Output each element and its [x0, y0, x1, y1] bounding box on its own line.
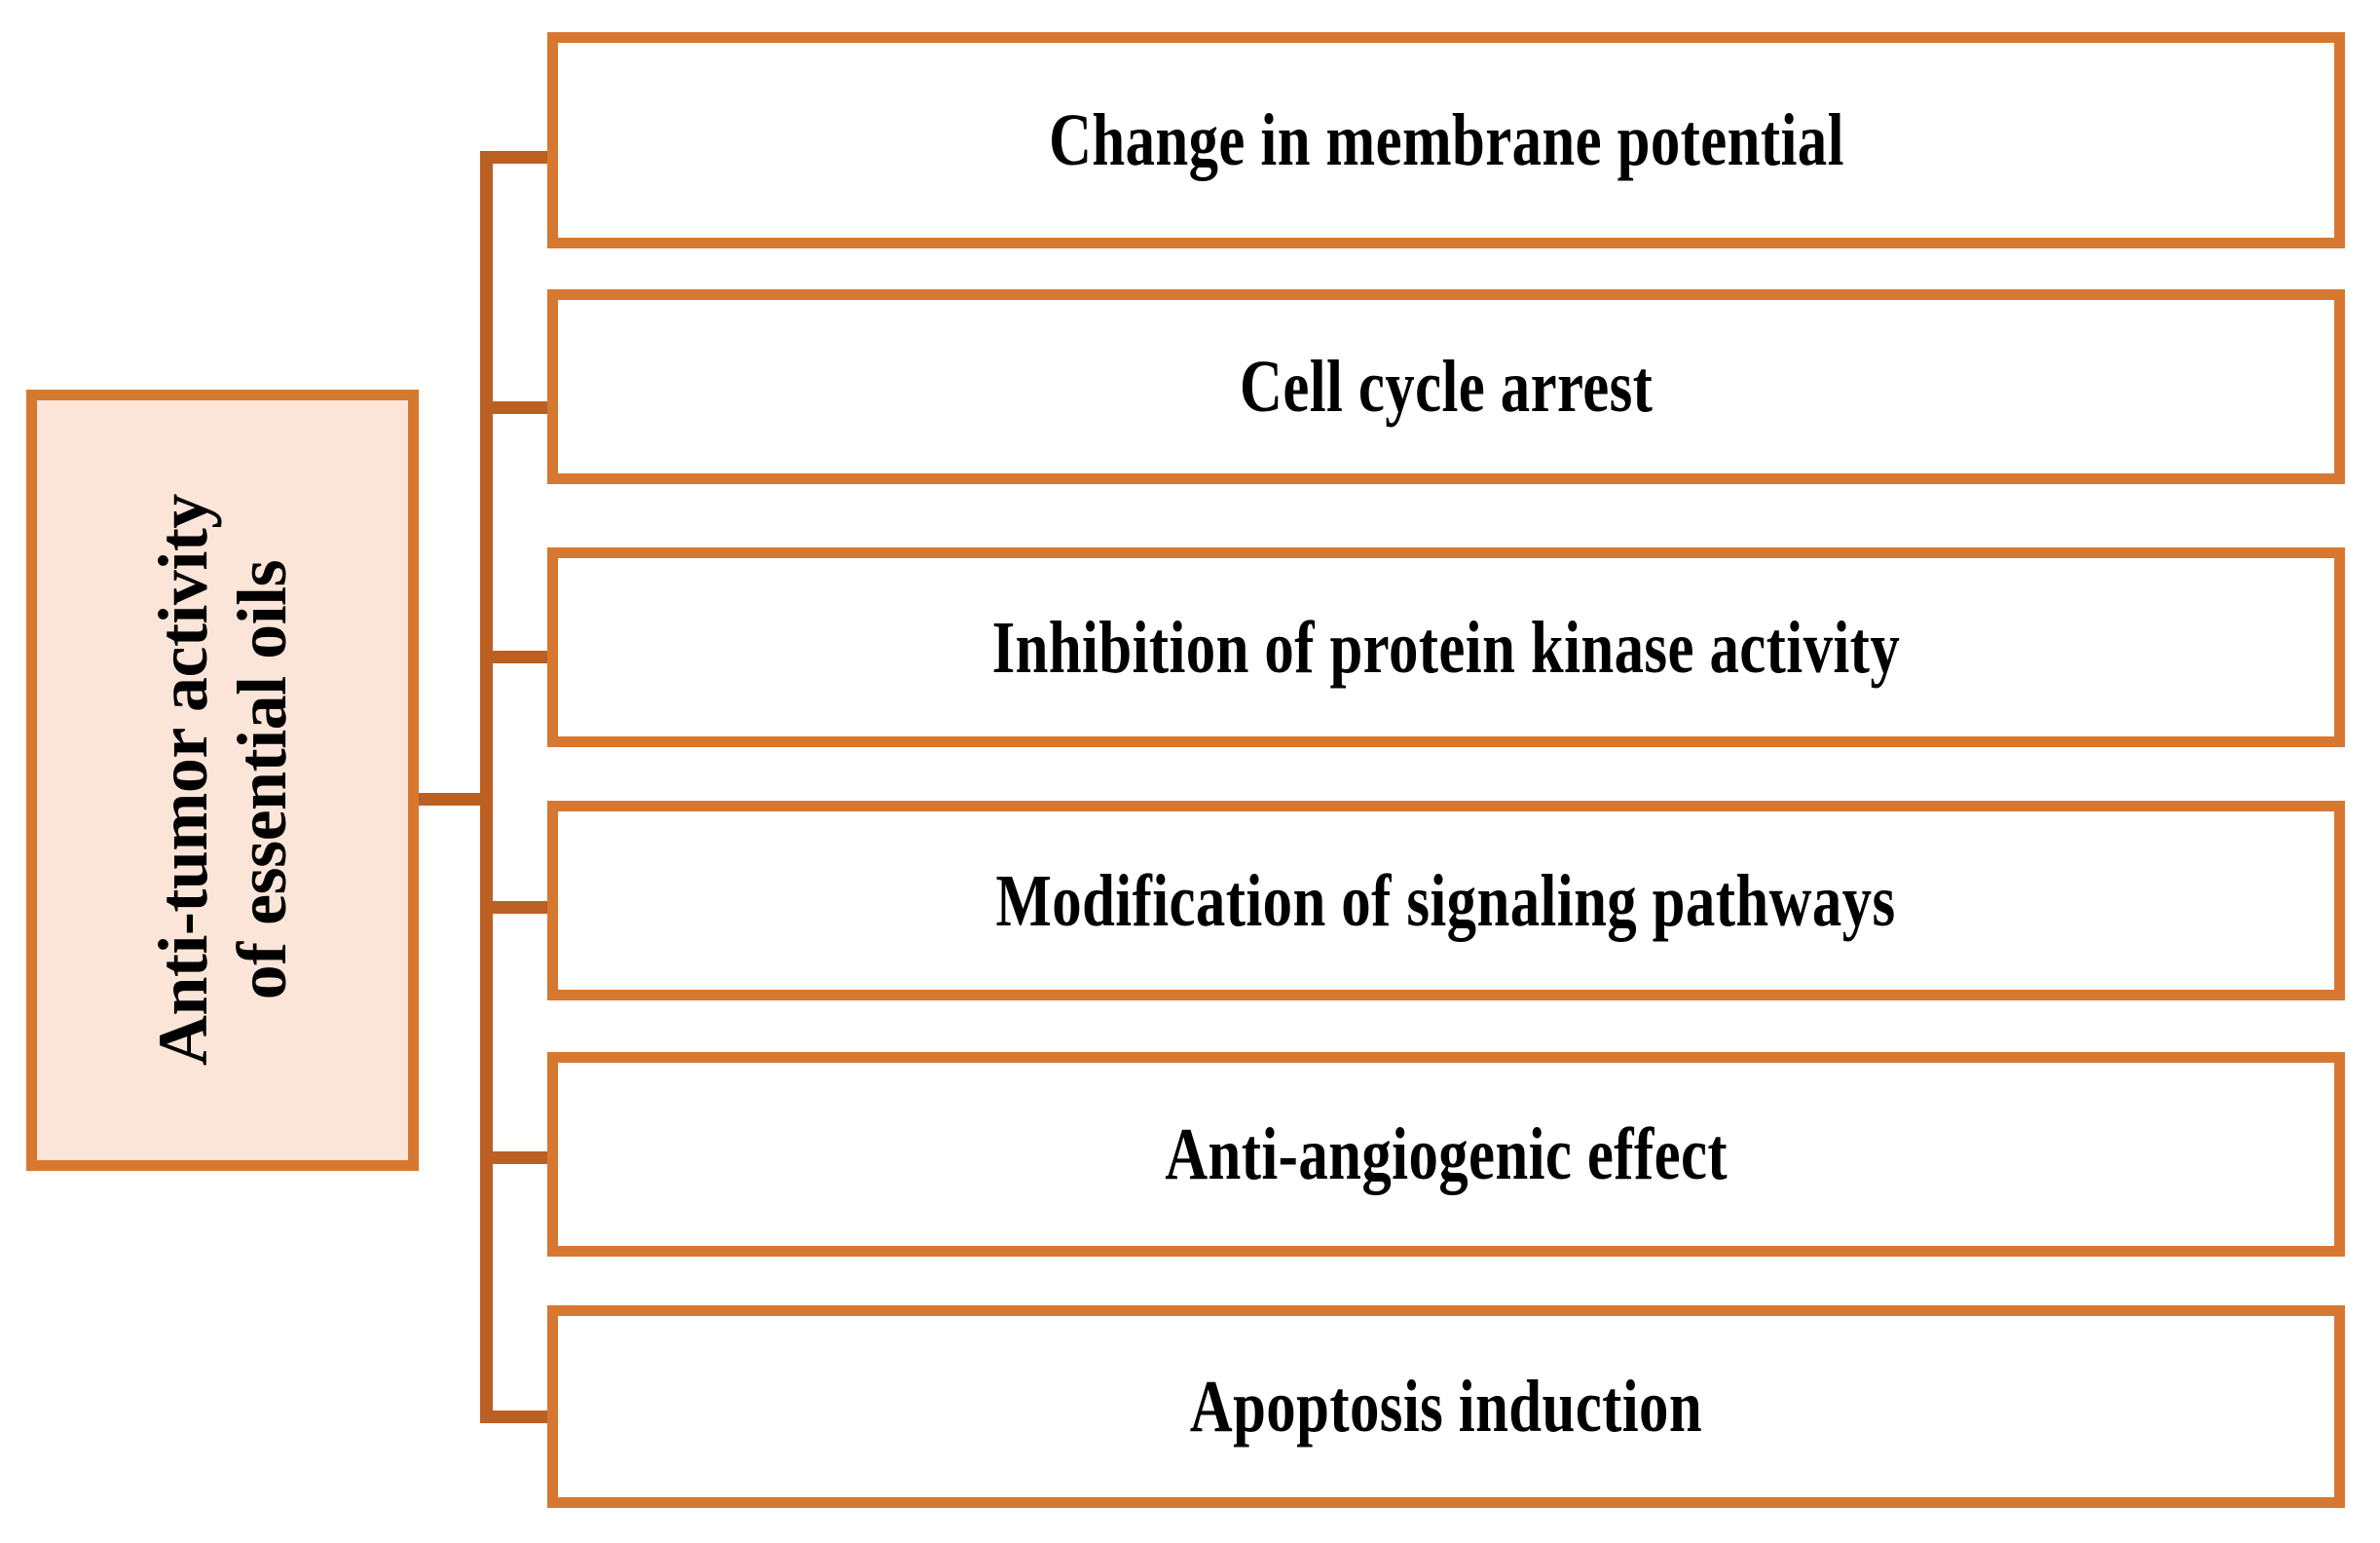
root-node-label: Anti-tumor activity of essential oils	[144, 494, 301, 1066]
root-node-label-line-1: Anti-tumor activity	[143, 494, 222, 1067]
branch-box-membrane-potential[interactable]: Change in membrane potential	[547, 32, 2345, 248]
branch-label-membrane-potential: Change in membrane potential	[1048, 99, 1844, 181]
branch-label-signaling-pathways: Modification of signaling pathways	[995, 859, 1897, 942]
root-connector-stem	[419, 793, 485, 806]
branch-stub-4	[487, 901, 549, 914]
branch-stub-3	[487, 651, 549, 663]
branch-stub-5	[487, 1151, 549, 1164]
branch-box-cell-cycle-arrest[interactable]: Cell cycle arrest	[547, 289, 2345, 484]
branch-box-signaling-pathways[interactable]: Modification of signaling pathways	[547, 801, 2345, 1000]
branch-label-protein-kinase-inhibition: Inhibition of protein kinase activity	[991, 606, 1901, 689]
branch-box-protein-kinase-inhibition[interactable]: Inhibition of protein kinase activity	[547, 547, 2345, 747]
branch-box-anti-angiogenic[interactable]: Anti-angiogenic effect	[547, 1052, 2345, 1257]
connector-trunk-vertical	[480, 151, 493, 1423]
branch-label-apoptosis-induction: Apoptosis induction	[1189, 1366, 1703, 1448]
branch-stub-1	[487, 151, 549, 164]
branch-stub-6	[487, 1411, 549, 1423]
root-node-anti-tumor-activity[interactable]: Anti-tumor activity of essential oils	[26, 390, 419, 1171]
branch-box-apoptosis-induction[interactable]: Apoptosis induction	[547, 1305, 2345, 1508]
branch-label-cell-cycle-arrest: Cell cycle arrest	[1239, 346, 1654, 428]
branch-label-anti-angiogenic: Anti-angiogenic effect	[1165, 1113, 1728, 1195]
root-node-label-line-2: of essential oils	[222, 560, 301, 1000]
branch-stub-2	[487, 401, 549, 414]
